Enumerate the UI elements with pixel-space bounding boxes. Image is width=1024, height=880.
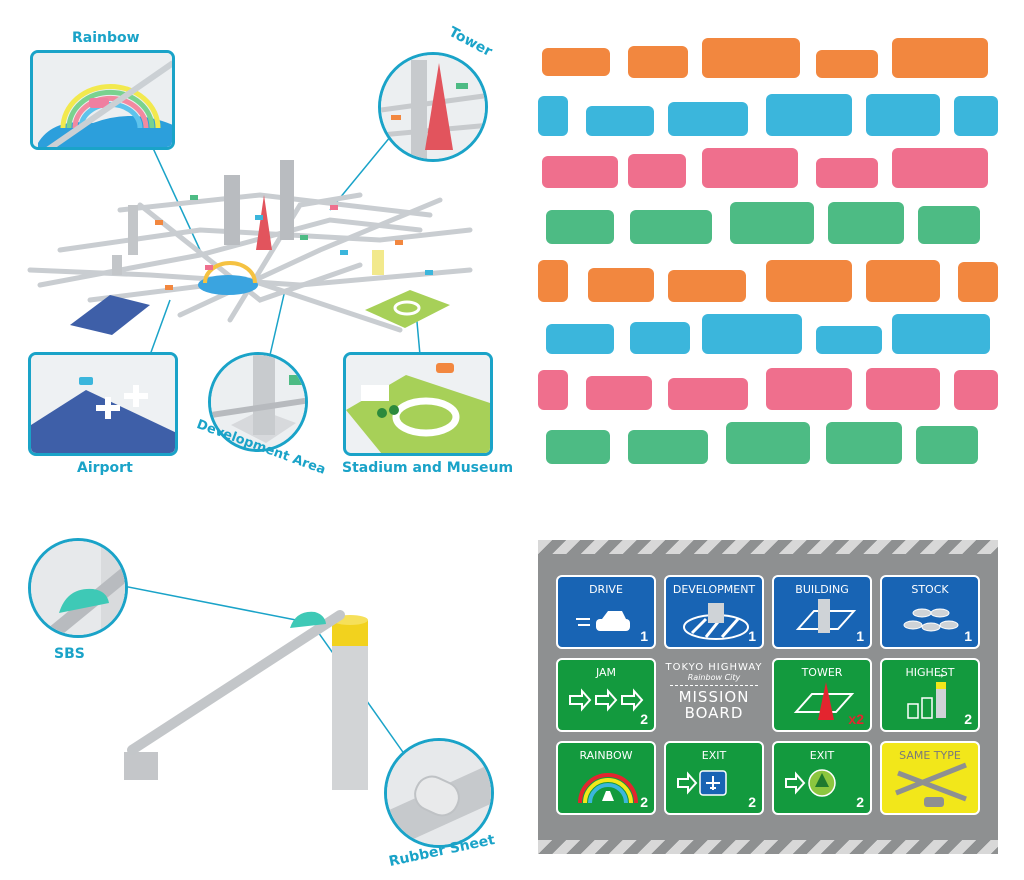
car-piece — [628, 430, 708, 464]
car-piece — [628, 46, 688, 78]
car-piece — [630, 210, 712, 244]
callout-panel-rainbow — [30, 50, 175, 150]
svg-text:*: * — [939, 673, 944, 683]
callout-panel-stadium — [343, 352, 493, 456]
brand-subtitle: Rainbow City — [687, 673, 741, 682]
ramp-drawing — [117, 584, 406, 790]
car-piece — [586, 106, 654, 136]
building-icon — [795, 599, 857, 633]
city-overview: Rainbow Tower — [0, 0, 520, 490]
car-piece — [538, 260, 568, 302]
car-piece — [816, 50, 878, 78]
mission-card-drive[interactable]: DRIVE 1 — [556, 575, 656, 649]
car-piece — [668, 378, 748, 410]
car-piece — [866, 260, 940, 302]
mission-card-highest[interactable]: HIGHEST * 2 — [880, 658, 980, 732]
car-piece — [702, 314, 802, 354]
car-piece — [702, 38, 800, 78]
car-piece — [866, 94, 940, 136]
callout-label-rainbow: Rainbow — [72, 30, 140, 46]
tower-icon — [793, 682, 855, 720]
callout-label-sbs: SBS — [54, 646, 85, 662]
car-piece — [538, 96, 568, 136]
mission-card-exit-airport[interactable]: EXIT 2 — [664, 741, 764, 815]
callout-circle-tower — [378, 52, 488, 162]
board-title-line2: BOARD — [684, 704, 744, 722]
mission-card-jam[interactable]: JAM 2 — [556, 658, 656, 732]
car-piece — [892, 148, 988, 188]
car-piece — [866, 368, 940, 410]
exit-park-icon — [785, 769, 836, 797]
rainbow-icon — [578, 773, 638, 804]
car-piece — [538, 370, 568, 410]
car-piece — [892, 314, 990, 354]
car-grid — [530, 30, 1000, 470]
mission-card-stock[interactable]: STOCK 1 — [880, 575, 980, 649]
highest-stack-icon: * — [907, 673, 946, 719]
car-piece — [726, 422, 810, 464]
board-title-line1: MISSION — [678, 688, 750, 706]
car-piece — [816, 158, 878, 188]
car-piece — [702, 148, 798, 188]
callout-circle-rubber-sheet — [384, 738, 494, 848]
callout-circle-development — [208, 352, 308, 452]
car-piece — [816, 326, 882, 354]
car-piece — [546, 430, 610, 464]
car-piece — [668, 270, 746, 302]
car-icon — [576, 611, 630, 631]
stock-icon — [903, 608, 959, 632]
car-piece — [828, 202, 904, 244]
car-piece — [630, 322, 690, 354]
car-piece — [542, 48, 610, 76]
car-piece — [542, 156, 618, 188]
city-overview-lines — [27, 119, 473, 356]
callout-label-airport: Airport — [77, 460, 133, 476]
car-piece — [766, 368, 852, 410]
mission-card-exit-park[interactable]: EXIT 2 — [772, 741, 872, 815]
car-piece — [892, 38, 988, 78]
callout-panel-airport — [28, 352, 178, 456]
car-piece — [546, 324, 614, 354]
callout-circle-sbs — [28, 538, 128, 638]
board-stripe-bottom — [538, 840, 998, 854]
mission-card-same-type[interactable]: SAME TYPE — [880, 741, 980, 815]
car-piece — [546, 210, 614, 244]
callout-label-stadium: Stadium and Museum — [342, 460, 514, 476]
ramp-diagram: SBS Rubber Sheet — [0, 520, 520, 880]
car-piece — [954, 96, 998, 136]
car-piece — [766, 260, 852, 302]
car-piece — [668, 102, 748, 136]
car-piece — [958, 262, 998, 302]
car-piece — [586, 376, 652, 410]
mission-card-building[interactable]: BUILDING 1 — [772, 575, 872, 649]
mission-card-development[interactable]: DEVELOPMENT 1 — [664, 575, 764, 649]
same-type-icon — [895, 762, 967, 807]
jam-arrows-icon — [569, 688, 644, 712]
mission-card-rainbow[interactable]: RAINBOW 2 — [556, 741, 656, 815]
car-piece — [826, 422, 902, 464]
brand-title: TOKYO HIGHWAY — [665, 662, 763, 673]
development-area-icon — [683, 603, 749, 640]
mission-card-tower[interactable]: TOWER x2 — [772, 658, 872, 732]
mission-board-title: TOKYO HIGHWAY Rainbow City MISSION BOARD — [664, 658, 764, 732]
car-piece — [918, 206, 980, 244]
car-piece — [628, 154, 686, 188]
car-piece — [588, 268, 654, 302]
car-piece — [766, 94, 852, 136]
car-piece — [954, 370, 998, 410]
board-stripe-top — [538, 540, 998, 554]
car-piece — [730, 202, 814, 244]
car-piece — [916, 426, 978, 464]
exit-airport-icon — [677, 770, 727, 796]
